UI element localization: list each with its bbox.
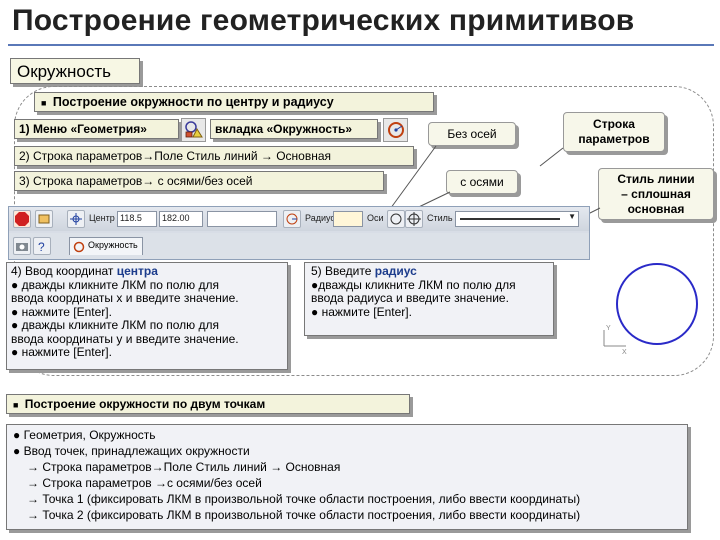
circle-no-axes-icon [390, 213, 402, 225]
parameter-toolbar: Центр 118.5 182.00 Радиус Оси Стиль ▼ ? [8, 206, 590, 260]
square-bullet-icon: ■ [13, 400, 19, 410]
no-axes-button[interactable] [387, 210, 405, 228]
callout-line-style: Стиль линии – сплошная основная [598, 168, 714, 220]
tab-circle-icon [73, 241, 85, 253]
circle-axes-icon [407, 212, 421, 226]
page-title: Построение геометрических примитивов [12, 4, 635, 37]
step4-heading: 4) Ввод координат центра [11, 264, 283, 279]
center-point-button[interactable] [67, 210, 85, 228]
topic-chip: Окружность [10, 58, 140, 84]
stop-icon [15, 212, 29, 226]
circle-tool-button[interactable] [383, 118, 408, 142]
step4-line: ● нажмите [Enter]. [11, 304, 112, 319]
two-points-line: → Точка 2 (фиксировать ЛКМ в произвольно… [27, 508, 581, 522]
style-label: Стиль [427, 213, 453, 223]
step5-line: ● нажмите [Enter]. [311, 304, 412, 319]
step4-heading-kw: центра [116, 264, 158, 278]
step4-heading-prefix: 4) Ввод координат [11, 264, 117, 278]
two-points-box: ● Геометрия, Окружность ● Ввод точек, пр… [6, 424, 688, 530]
section-header-label: Построение окружности по центру и радиус… [52, 95, 334, 109]
callout-param-row: Строка параметров [563, 112, 665, 152]
step4-line: ● дважды кликните ЛКМ по полю для [11, 318, 219, 332]
radius-button[interactable] [283, 210, 301, 228]
step5-radius-box: 5) Введите радиус ●дважды кликните ЛКМ п… [304, 262, 554, 336]
step5-heading: 5) Введите радиус [311, 264, 547, 279]
crosshair-icon [70, 213, 82, 225]
tab-circle-label: Окружность [88, 240, 138, 250]
radius-field[interactable] [333, 211, 363, 227]
tab-circle[interactable]: Окружность [69, 237, 143, 255]
geometry-menu-button[interactable] [181, 118, 206, 142]
step5-heading-prefix: 5) Введите [311, 264, 375, 278]
pointer-param-row [539, 147, 564, 167]
step5-heading-kw: радиус [374, 264, 417, 278]
callout-with-axes: с осями [446, 170, 518, 194]
square-bullet-icon: ■ [41, 98, 47, 108]
help-button[interactable]: ? [33, 237, 51, 255]
camera-button[interactable] [13, 237, 31, 255]
center-y-field[interactable]: 182.00 [159, 211, 203, 227]
step4-center-box: 4) Ввод координат центра ● дважды кликни… [6, 262, 288, 370]
radius-label: Радиус [305, 213, 335, 223]
with-axes-button[interactable] [405, 210, 423, 228]
extra-field[interactable] [207, 211, 277, 227]
radius-icon [286, 213, 298, 225]
callout-line-style-line1: Стиль линии [617, 172, 695, 186]
callout-param-row-line2: параметров [578, 132, 650, 146]
step4-line: ввода координаты x и введите значение. [11, 291, 239, 305]
chevron-down-icon: ▼ [568, 212, 576, 221]
step1-circle-tab: вкладка «Окружность» [210, 119, 378, 139]
circle-preview: Y X [603, 263, 698, 356]
center-label: Центр [89, 213, 115, 223]
line-style-select[interactable]: ▼ [455, 211, 579, 227]
pointer-no-axes [384, 145, 437, 217]
section-header-center-radius: ■ Построение окружности по центру и ради… [34, 92, 434, 112]
callout-line-style-line3: основная [627, 202, 685, 216]
step1-menu: 1) Меню «Геометрия» [14, 119, 179, 139]
axis-y-letter: Y [606, 325, 611, 332]
axes-label: Оси [367, 213, 384, 223]
toolbar-row-tabs: ? Окружность [9, 233, 589, 259]
callout-line-style-line2: – сплошная [621, 187, 691, 201]
two-points-line: → Строка параметров →с осями/без осей [27, 476, 262, 490]
callout-no-axes: Без осей [428, 122, 516, 146]
step4-line: ● дважды кликните ЛКМ по полю для [11, 277, 219, 292]
step4-line: ввода координаты y и введите значение. [11, 331, 239, 346]
svg-text:?: ? [38, 240, 45, 254]
two-points-line: ● Ввод точек, принадлежащих окружности [13, 444, 250, 458]
camera-icon [16, 243, 28, 251]
center-x-field[interactable]: 118.5 [117, 211, 157, 227]
solid-line-swatch [460, 218, 560, 220]
step5-line: ●дважды кликните ЛКМ по полю для [311, 277, 516, 292]
axis-x-letter: X [622, 349, 627, 356]
step2-line-style: 2) Строка параметров→Поле Стиль линий → … [14, 146, 414, 166]
param-toggle-button[interactable] [35, 210, 53, 228]
two-points-line: → Точка 1 (фиксировать ЛКМ в произвольно… [27, 492, 581, 506]
two-points-line: ● Геометрия, Окружность [13, 428, 156, 442]
section-header-two-points: ■ Построение окружности по двум точкам [6, 394, 410, 414]
step3-axes: 3) Строка параметров→ с осями/без осей [14, 171, 384, 191]
help-icon: ? [38, 240, 45, 254]
two-points-line: → Строка параметров→Поле Стиль линий → О… [27, 460, 341, 474]
title-underline [8, 44, 714, 46]
pin-icon [38, 214, 50, 224]
circle-tool-icon [387, 122, 404, 138]
section-header-label: Построение окружности по двум точкам [24, 397, 266, 411]
step5-line: ввода радиуса и введите значение. [311, 291, 509, 305]
circle-shape [616, 263, 698, 345]
step4-line: ● нажмите [Enter]. [11, 345, 112, 359]
geometry-icon [184, 121, 203, 138]
callout-param-row-line1: Строка [593, 117, 635, 131]
toolbar-row-params: Центр 118.5 182.00 Радиус Оси Стиль ▼ [9, 207, 589, 231]
stop-button[interactable] [13, 210, 31, 228]
